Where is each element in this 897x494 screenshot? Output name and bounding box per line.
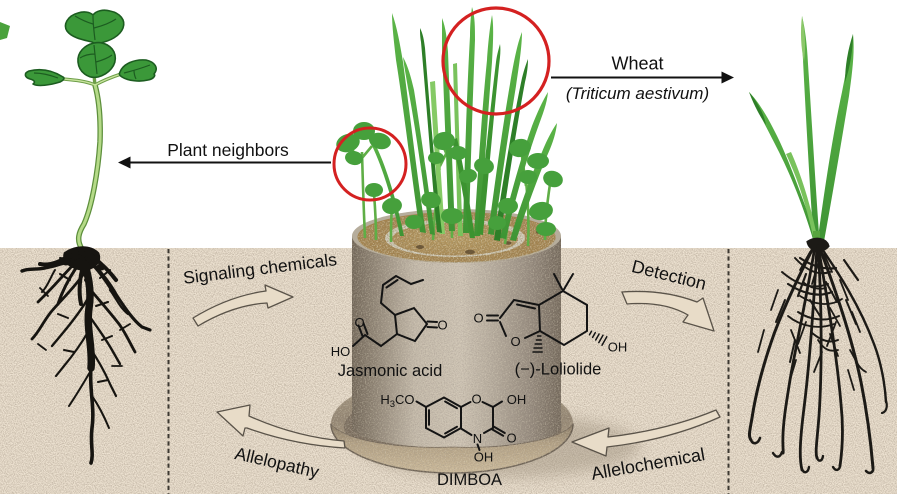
svg-text:O: O: [354, 315, 364, 330]
svg-text:OH: OH: [507, 392, 527, 407]
svg-text:O: O: [473, 311, 483, 326]
svg-text:O: O: [506, 431, 516, 446]
svg-text:O: O: [510, 334, 520, 349]
svg-text:DIMBOA: DIMBOA: [437, 471, 502, 489]
svg-text:O: O: [437, 318, 447, 333]
svg-text:HO: HO: [331, 344, 351, 359]
svg-text:OH: OH: [474, 450, 494, 465]
svg-text:OH: OH: [608, 340, 628, 355]
svg-text:Plant neighbors: Plant neighbors: [167, 140, 289, 160]
svg-text:Jasmonic acid: Jasmonic acid: [338, 362, 443, 380]
svg-text:(Triticum aestivum): (Triticum aestivum): [566, 84, 709, 103]
svg-text:O: O: [471, 392, 481, 407]
svg-text:N: N: [473, 431, 482, 446]
svg-text:(−)-Loliolide: (−)-Loliolide: [515, 361, 602, 379]
svg-text:Wheat: Wheat: [611, 54, 663, 74]
svg-text:H3CO: H3CO: [380, 392, 414, 410]
